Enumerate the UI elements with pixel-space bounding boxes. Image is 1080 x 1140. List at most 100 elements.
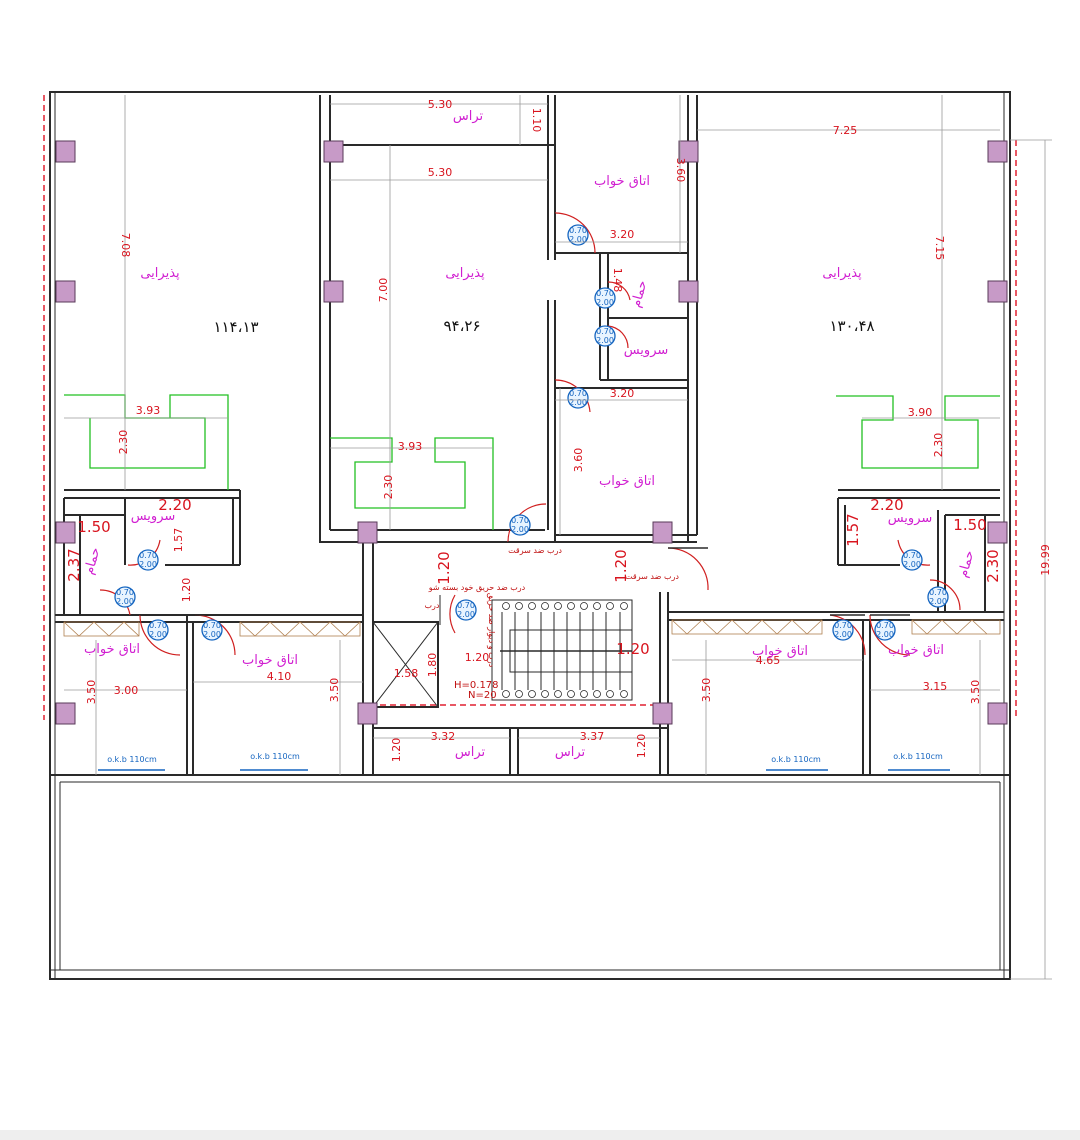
dim-bath-height: 1.48 (611, 268, 624, 293)
room-bedroom-left-1: اتاق خواب (84, 642, 140, 657)
room-bedroom-right-2: اتاق خواب (752, 644, 808, 659)
note-wall-door: درب و دیوار ضد حریق (487, 593, 496, 668)
room-bath-left: حمام (82, 546, 104, 577)
building-outline (49, 91, 1011, 980)
dim-terrace-depth: 1.10 (530, 108, 543, 133)
room-terrace-top: تراس (453, 109, 484, 124)
dim-bedroom-mid-height: 3.60 (572, 448, 585, 473)
stair-riser-height: H=0.178 (454, 680, 499, 691)
room-terrace-bottom-right: تراس (555, 745, 586, 760)
window-okb-1: o.k.b 110cm (107, 755, 157, 764)
area-unit-middle: ۹۴،۲۶ (443, 317, 480, 335)
plumbing-fixtures (114, 224, 949, 641)
svg-text:2.00: 2.00 (116, 597, 134, 606)
svg-text:2.00: 2.00 (596, 336, 614, 345)
window-okb-3: o.k.b 110cm (771, 755, 821, 764)
dim-bedroom-right1-depth: 3.50 (969, 680, 982, 705)
svg-text:0.70: 0.70 (929, 588, 947, 597)
svg-text:2.00: 2.00 (511, 525, 529, 534)
door-leaves (140, 213, 910, 616)
dim-left-height: 7.08 (119, 233, 132, 258)
door-notes: درب ضد سرقت درب ضد سرقت درب ضد حریق خود … (425, 546, 680, 701)
dimension-labels: 5.30 1.10 5.30 7.00 7.25 7.08 7.15 3.60 … (65, 98, 1052, 762)
svg-text:0.70: 0.70 (149, 621, 167, 630)
unit-areas: ۱۱۴،۱۳ ۹۴،۲۶ ۱۳۰،۴۸ (213, 317, 874, 336)
svg-text:0.70: 0.70 (569, 226, 587, 235)
svg-text:2.00: 2.00 (596, 298, 614, 307)
dim-bedroom-top-height: 3.60 (674, 158, 687, 183)
dim-terrace-right-depth: 1.20 (635, 734, 648, 759)
facade-lines (43, 95, 1017, 720)
dim-kitchen-middle-depth: 2.30 (382, 475, 395, 500)
columns (55, 140, 1008, 725)
dim-right-height: 7.15 (933, 236, 946, 261)
area-unit-left: ۱۱۴،۱۳ (213, 318, 258, 336)
dim-terrace-left-depth: 1.20 (390, 738, 403, 763)
kitchen-counters (64, 394, 1000, 530)
svg-text:0.70: 0.70 (139, 551, 157, 560)
svg-text:0.70: 0.70 (596, 327, 614, 336)
stair-count: N=20 (468, 690, 497, 701)
dim-landing-width: 1.20 (465, 651, 490, 664)
window-hatch (63, 619, 1001, 637)
svg-text:0.70: 0.70 (596, 289, 614, 298)
room-bedroom-middle: اتاق خواب (599, 474, 655, 489)
svg-text:0.70: 0.70 (834, 621, 852, 630)
dim-middle-width: 5.30 (428, 166, 453, 179)
room-bedroom-left-2: اتاق خواب (242, 653, 298, 668)
window-labels: o.k.b 110cm o.k.b 110cm o.k.b 110cm o.k.… (107, 752, 943, 764)
svg-text:0.70: 0.70 (511, 516, 529, 525)
room-service-right: سرویس (888, 511, 933, 526)
dim-kitchen-left-depth: 2.30 (117, 430, 130, 455)
dim-bedroom-left1-width: 3.00 (114, 684, 139, 697)
dim-bedroom-right1-width: 3.15 (923, 680, 948, 693)
dim-terrace-right-width: 3.37 (580, 730, 605, 743)
svg-text:0.70: 0.70 (203, 621, 221, 630)
svg-text:2.00: 2.00 (903, 560, 921, 569)
fixture-labels: 0.70 2.00 0.70 2.00 0.70 2.00 0.70 2.00 … (116, 226, 947, 639)
room-labels: تراس اتاق خواب پذیرایی پذیرایی پذیرایی س… (82, 109, 978, 760)
room-reception-middle: پذیرایی (445, 266, 485, 281)
dimension-lines (64, 95, 1052, 980)
svg-text:2.00: 2.00 (569, 235, 587, 244)
dim-bath-right-width: 1.50 (953, 516, 986, 534)
room-bedroom-right-1: اتاق خواب (888, 643, 944, 658)
dim-kitchen-middle-width: 3.93 (398, 440, 423, 453)
dim-bedroom-top-width: 3.20 (610, 228, 635, 241)
svg-text:2.00: 2.00 (569, 398, 587, 407)
dim-terrace-width: 5.30 (428, 98, 453, 111)
room-reception-left: پذیرایی (140, 266, 180, 281)
note-small-door: درب (425, 601, 440, 610)
svg-text:2.00: 2.00 (457, 610, 475, 619)
dim-bedroom-left1-depth: 3.50 (85, 680, 98, 705)
dim-bedroom-right2-width: 4.65 (756, 654, 781, 667)
room-bath-middle: حمام (629, 279, 651, 310)
svg-text:2.00: 2.00 (929, 597, 947, 606)
room-bedroom-top: اتاق خواب (594, 174, 650, 189)
svg-text:2.00: 2.00 (834, 630, 852, 639)
room-terrace-bottom-left: تراس (455, 745, 486, 760)
staircase (491, 599, 633, 701)
dim-middle-height: 7.00 (377, 278, 390, 303)
dim-service-right-depth: 1.57 (844, 513, 862, 546)
dim-bedroom-mid-width: 3.20 (610, 387, 635, 400)
bottom-strip (0, 1130, 1080, 1140)
note-fire-door-right: درب ضد سرقت (625, 572, 679, 581)
dim-hall-left: 1.20 (180, 578, 193, 603)
dim-elevator-width: 1.58 (394, 667, 419, 680)
window-okb-2: o.k.b 110cm (250, 752, 300, 761)
window-okb-4: o.k.b 110cm (893, 752, 943, 761)
svg-text:2.00: 2.00 (139, 560, 157, 569)
svg-text:2.00: 2.00 (149, 630, 167, 639)
svg-text:2.00: 2.00 (876, 630, 894, 639)
dim-total-height: 19.99 (1039, 544, 1052, 576)
dim-bedroom-left2-width: 4.10 (267, 670, 292, 683)
svg-text:0.70: 0.70 (903, 551, 921, 560)
dim-service-left-depth: 1.57 (172, 528, 185, 553)
dim-kitchen-right-width: 3.90 (908, 406, 933, 419)
dim-lobby-height-2: 1.20 (612, 549, 630, 582)
dim-service-right-width: 2.20 (870, 496, 903, 514)
dim-bath-right-depth: 2.30 (984, 549, 1002, 582)
room-reception-right: پذیرایی (822, 266, 862, 281)
